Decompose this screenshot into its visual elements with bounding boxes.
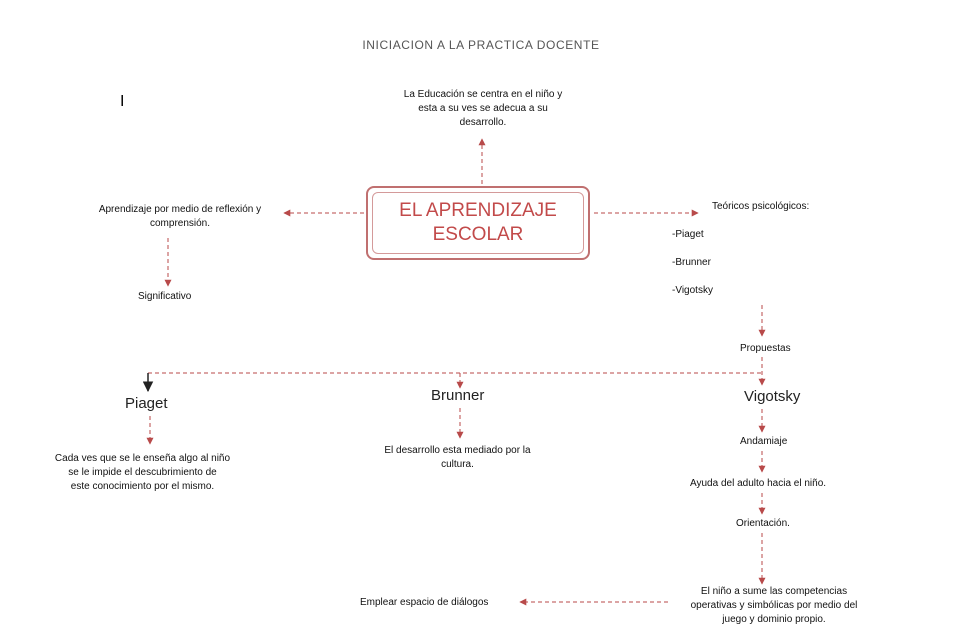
teoricos-node: Teóricos psicológicos: <box>712 201 810 212</box>
ayuda-node: Ayuda del adulto hacia el niño. <box>690 478 827 489</box>
theorist-list-item: -Piaget <box>672 229 704 240</box>
piaget-heading: Piaget <box>125 395 168 412</box>
reflexion-node: Aprendizaje por medio de reflexión y com… <box>98 204 262 229</box>
competencias-node: El niño a sume las competencias operativ… <box>690 586 858 625</box>
propuestas-node: Propuestas <box>740 343 791 354</box>
text-cursor-icon: I <box>120 93 125 110</box>
brunner-description: El desarrollo esta mediado por la cultur… <box>384 445 531 470</box>
education-node: La Educación se centra en el niño y esta… <box>403 89 563 128</box>
andamiaje-node: Andamiaje <box>740 436 788 447</box>
central-concept-title: EL APRENDIZAJE ESCOLAR <box>399 200 557 245</box>
theorist-list-item: -Vigotsky <box>672 285 713 296</box>
brunner-heading: Brunner <box>431 387 485 404</box>
vigotsky-heading: Vigotsky <box>744 388 801 405</box>
document-title: INICIACION A LA PRACTICA DOCENTE <box>362 38 600 52</box>
piaget-description: Cada ves que se le enseña algo al niño s… <box>54 453 231 492</box>
central-concept-box: EL APRENDIZAJE ESCOLAR <box>366 186 590 260</box>
significativo-node: Significativo <box>138 291 192 302</box>
theorist-list-item: -Brunner <box>672 257 711 268</box>
orientacion-node: Orientación. <box>736 518 790 529</box>
dialogos-node: Emplear espacio de diálogos <box>360 597 489 608</box>
